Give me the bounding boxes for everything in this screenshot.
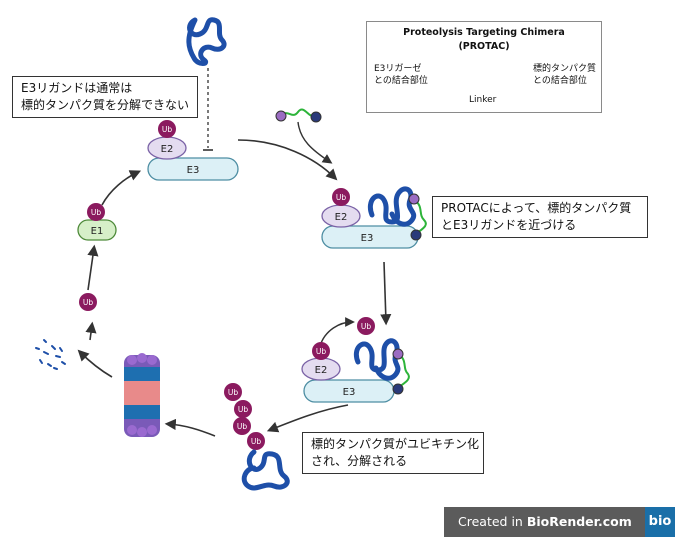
protac-linker-stage3 [397, 353, 410, 389]
ub-stage3-target [357, 317, 375, 335]
ub-stage2 [332, 188, 350, 206]
legend-subtitle: (PROTAC) [458, 41, 510, 52]
protac-e3-binder-stage2 [410, 229, 422, 241]
biorender-banner[interactable]: Created in BioRender.com bio [444, 507, 675, 537]
free-protac-molecule [275, 108, 322, 123]
e3-ligase-stage1 [147, 157, 239, 181]
degradation-note: 標的タンパク質がユビキチン化 され、分解される [302, 432, 484, 474]
e3-cannot-degrade-note: E3リガンドは通常は 標的タンパク質を分解できない [12, 76, 198, 118]
protac-note-line-2: とE3リガンドを近づける [441, 218, 577, 232]
ub-chain-1-label: Ub [228, 388, 238, 397]
ub-label-stage2: Ub [336, 193, 346, 202]
e3-note-line-1: E3リガンドは通常は [21, 81, 133, 95]
ub-chain-4 [247, 432, 265, 450]
legend-target-binder-label-2: との結合部位 [533, 76, 587, 86]
ub-label-stage3-e2: Ub [316, 347, 326, 356]
protac-legend: Proteolysis Targeting Chimera (PROTAC) E… [366, 21, 602, 113]
ub-e1 [87, 203, 105, 221]
legend-target-binder-label-1: 標的タンパク質 [533, 64, 597, 74]
target-protein-stage3-icon [354, 338, 401, 381]
peptide-fragments-icon [35, 339, 66, 370]
target-protein-stage2-icon [368, 186, 417, 227]
ub-chain-1 [224, 383, 242, 401]
e2-label-stage1: E2 [161, 144, 174, 155]
legend-linker-label: Linker [469, 95, 497, 105]
arrow-e3-to-protac-complex [237, 139, 338, 181]
arrow-to-ubiquitinated-protein [266, 404, 349, 433]
legend-title: Proteolysis Targeting Chimera [403, 27, 565, 38]
arrow-to-fragments [77, 349, 113, 378]
arrow-to-proteasome [164, 418, 216, 437]
ub-chain-2 [234, 400, 252, 418]
e1-label: E1 [91, 226, 104, 237]
ub-chain-2-label: Ub [238, 405, 248, 414]
ub-recycled [79, 293, 97, 311]
protac-e3-binder-stage3 [392, 383, 404, 395]
degrade-note-line-2: され、分解される [311, 454, 408, 468]
e3-note-line-2: 標的タンパク質を分解できない [21, 98, 190, 112]
ub-e1-label: Ub [91, 208, 101, 217]
protac-target-binder-stage3 [392, 348, 404, 360]
proteasome-icon [124, 353, 160, 437]
ub-label-stage1: Ub [162, 125, 172, 134]
ub-chain-4-label: Ub [251, 437, 261, 446]
biorender-logo-icon: bio [645, 507, 675, 537]
ub-label-stage3-target: Ub [361, 322, 371, 331]
legend-e3-binder-label-2: との結合部位 [374, 76, 428, 86]
ubiquitinated-target-protein-icon [241, 449, 290, 491]
banner-text: Created in BioRender.com [458, 514, 632, 529]
arrow-e1-to-e3 [101, 170, 142, 206]
protac-target-binder-stage2 [408, 193, 420, 205]
arrow-protac-join [297, 121, 333, 164]
ub-stage1 [158, 120, 176, 138]
protac-linker-stage2 [413, 199, 427, 235]
ub-recycled-label: Ub [83, 298, 93, 307]
ub-stage3-e2 [312, 342, 330, 360]
free-target-protein-icon [186, 17, 227, 66]
e3-label-stage3: E3 [343, 387, 356, 398]
ub-chain-3-label: Ub [237, 422, 247, 431]
degrade-note-line-1: 標的タンパク質がユビキチン化 [311, 437, 480, 451]
legend-e3-binder-label-1: E3リガーゼ [374, 64, 422, 74]
e3-label-stage1: E3 [187, 165, 200, 176]
e2-label-stage2: E2 [335, 212, 348, 223]
protac-proximity-note: PROTACによって、標的タンパク質 とE3リガンドを近づける [432, 196, 648, 238]
arrow-recycled-ub-up [85, 321, 97, 341]
arrow-complex-to-ubiquitination [380, 261, 392, 326]
ub-chain-3 [233, 417, 251, 435]
arrow-ub-transfer [319, 317, 355, 347]
e2-label-stage3: E2 [315, 365, 328, 376]
e3-label-stage2: E3 [361, 233, 374, 244]
arrow-ub-to-e1 [87, 244, 99, 291]
protac-note-line-1: PROTACによって、標的タンパク質 [441, 201, 632, 215]
